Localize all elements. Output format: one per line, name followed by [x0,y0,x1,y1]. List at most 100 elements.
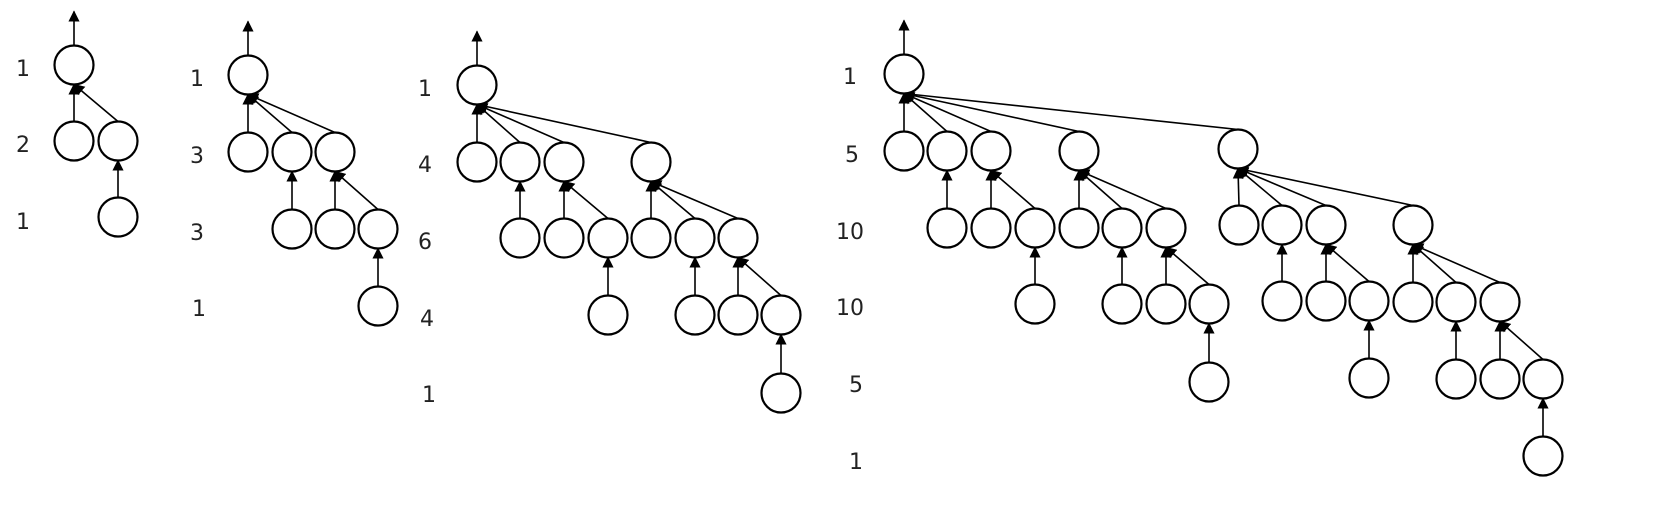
tree-node [499,141,541,183]
tree-edge-arrow [1411,243,1501,284]
level-count-label: 1 [16,57,30,82]
binomial-tree-b3 [456,30,802,414]
tree-edge-arrow [1412,243,1457,284]
tree-edge-arrow [902,90,1080,133]
tree-edge-arrow [476,103,521,144]
tree-node [674,294,716,336]
tree-b1-level-labels: 1 2 1 [16,57,30,235]
level-count-label: 1 [422,383,436,408]
tree-node [1058,130,1100,172]
tree-node [499,217,541,259]
tree-node [674,217,716,259]
level-count-label: 1 [849,450,863,475]
tree-node [1188,361,1230,403]
tree-node [1058,207,1100,249]
tree-node [630,141,672,183]
tree-edge-arrow [475,103,565,144]
tree-node [587,217,629,259]
tree-node [1392,281,1434,323]
tree-node [1522,435,1564,477]
tree-node [314,131,356,173]
tree-edge-arrow [1237,167,1283,207]
level-count-label: 10 [836,296,864,321]
tree-node [314,208,356,250]
tree-node [1218,204,1260,246]
tree-edge-arrow [1078,169,1123,210]
tree-node [1145,283,1187,325]
tree-edge-arrow [903,92,948,133]
tree-node [1305,280,1347,322]
tree-edge-arrow [990,169,1036,210]
tree-edge-arrow [1232,167,1244,206]
tree-node [926,207,968,249]
tree-node [227,131,269,173]
tree-edge-arrow [475,101,652,144]
level-count-label: 3 [190,144,204,169]
tree-node [717,294,759,336]
tree-node [1217,128,1259,170]
tree-edge-arrow [902,89,1239,131]
level-count-label: 10 [836,220,864,245]
tree-edge-arrow [1325,243,1370,283]
tree-node [630,217,672,259]
tree-edge-arrow [334,170,379,211]
tree-node [1261,204,1303,246]
tree-node [1435,281,1477,323]
level-count-label: 6 [418,230,432,255]
tree-edge-arrow [1499,320,1544,361]
level-count-label: 4 [420,307,434,332]
tree-node [97,120,139,162]
tree-node [1101,207,1143,249]
level-count-label: 1 [190,67,204,92]
tree-node [587,294,629,336]
level-count-label: 1 [192,297,206,322]
tree-edge-arrow [563,180,609,220]
tree-edge-arrow [73,83,119,123]
tree-node [883,53,925,95]
tree-node [1261,280,1303,322]
tree-node [1435,358,1477,400]
tree-node [1479,358,1521,400]
tree-node [456,141,498,183]
tree-edge-arrow [650,180,696,220]
tree-b2-level-labels: 1 3 3 1 [190,67,206,322]
tree-node [760,372,802,414]
tree-node [1305,204,1347,246]
tree-edge-arrow [737,256,782,297]
tree-node [1348,357,1390,399]
tree-node [970,207,1012,249]
tree-node [1014,207,1056,249]
tree-edge-arrow [1236,167,1327,207]
binomial-tree-b2 [227,20,399,327]
tree-edge-arrow [902,92,992,133]
tree-node [1188,283,1230,325]
tree-edge-arrow [1236,165,1414,207]
level-count-label: 4 [418,153,432,178]
tree-node [760,294,802,336]
tree-edge-arrow [247,93,293,134]
level-count-label: 1 [16,210,30,235]
tree-node [883,130,925,172]
tree-node [271,131,313,173]
tree-node [53,120,95,162]
binomial-tree-b4 [883,19,1564,477]
tree-edge-arrow [1165,246,1210,286]
level-count-label: 1 [843,65,857,90]
tree-node [456,64,498,106]
tree-node [926,130,968,172]
tree-b3-level-labels: 1 4 6 4 1 [418,77,436,408]
level-count-label: 5 [849,373,863,398]
level-count-label: 3 [190,221,204,246]
tree-node [227,54,269,96]
tree-node [1145,207,1187,249]
tree-node [53,44,95,86]
tree-edge-arrow [1077,169,1167,210]
tree-node [97,196,139,238]
tree-edge-arrow [649,180,739,220]
binomial-tree-b1 [53,10,139,238]
tree-node [1101,283,1143,325]
tree-node [1392,204,1434,246]
tree-node [1014,283,1056,325]
level-count-label: 1 [418,77,432,102]
